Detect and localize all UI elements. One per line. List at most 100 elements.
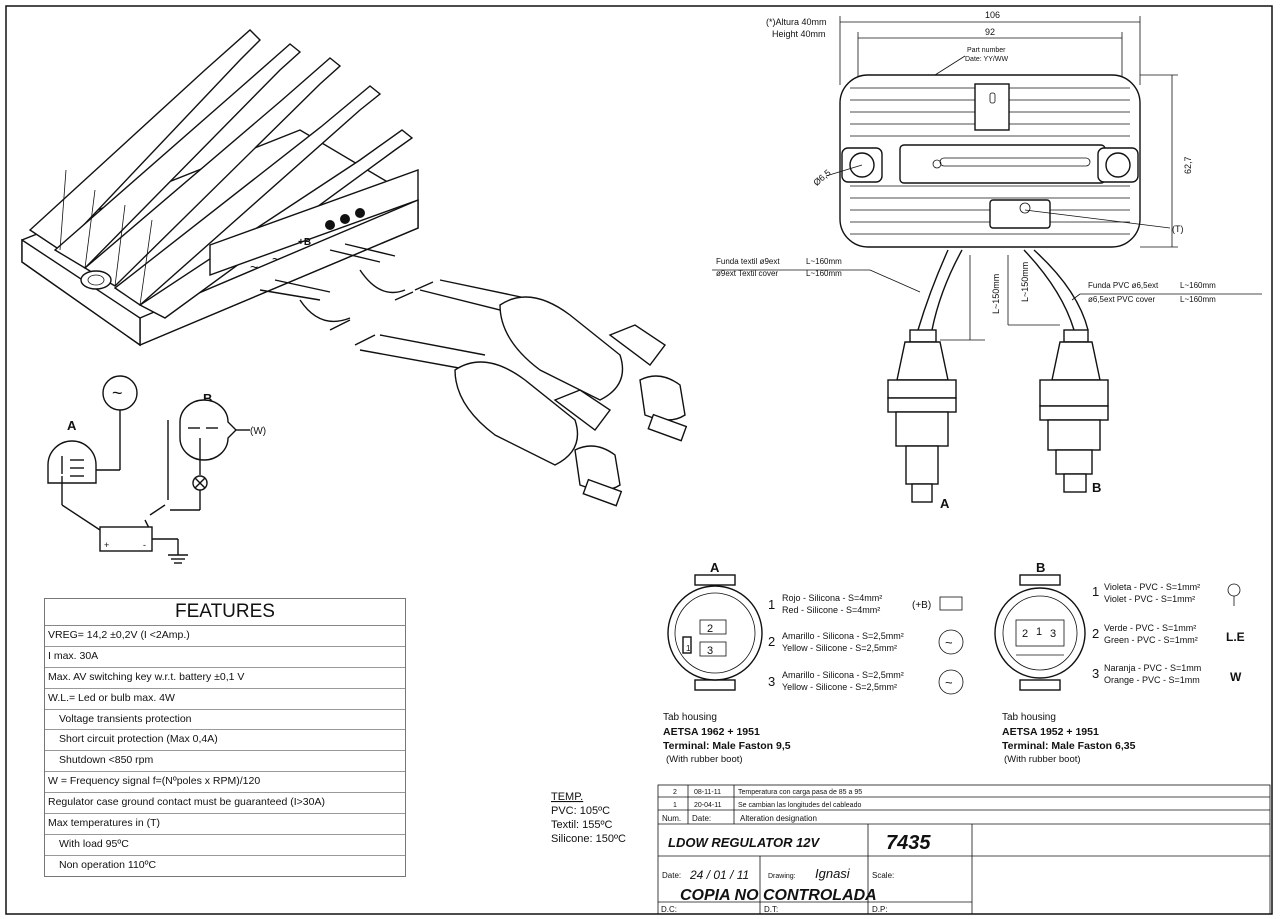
alternator-symbol: ~ [112,383,123,403]
pin-a2-es: Amarillo - Silicona - S=2,5mm² [782,631,904,641]
dp-label: D.P: [872,905,888,914]
plus-b-mark: +B [298,237,311,248]
ac-mark-1: ~ [250,259,258,275]
marker-t: (T) [1172,224,1184,234]
textile-en: ø9ext Textil cover [716,269,778,278]
product-name: LDOW REGULATOR 12V [668,835,821,850]
pin-a1-num: 1 [768,597,775,612]
pin-a3-en: Yellow - Silicone - S=2,5mm² [782,682,897,692]
date-code-label: Date: YY/WW [965,56,1008,63]
date-value: 24 / 01 / 11 [689,868,749,882]
connector-a-label: A [940,496,950,511]
drawing-value: Ignasi [815,866,851,881]
pin-a3-ac-icon: ~ [945,675,953,690]
rev-2-date: 08-11-11 [694,789,721,796]
feature-row: Non operation 110ºC [59,858,157,871]
dc-label: D.C: [661,905,677,914]
pin-b2-num: 2 [1092,626,1099,641]
pinout-b-label: B [1036,560,1045,575]
housing-a-title: Tab housing [663,712,717,723]
pin-a2-ac-icon: ~ [945,635,953,650]
svg-text:+: + [104,540,109,550]
date-label: Date: [662,871,681,880]
pin-a1-extra: (+B) [912,600,931,611]
wiring-schematic: ~ A B (W) + - [47,375,266,564]
pvc-en-len: L~160mm [1180,295,1216,304]
regulator-top-view: (*)Altura 40mm Height 40mm 106 92 Part n… [712,10,1262,511]
pin-b3-extra: W [1230,670,1242,684]
pin-a-label-3: 3 [707,645,713,657]
pin-b3-en: Orange - PVC - S=1mm [1104,675,1200,685]
schematic-label-a: A [67,418,77,433]
housing-b-title: Tab housing [1002,712,1056,723]
height-en: Height 40mm [772,29,826,39]
drawing-label: Drawing: [768,873,796,880]
dim-62-7: 62,7 [1183,156,1193,174]
dim-106: 106 [985,10,1000,20]
feature-row: Regulator case ground contact must be gu… [45,793,405,815]
feature-row: I max. 30A [45,647,405,668]
pvc-es: Funda PVC ø6,5ext [1088,281,1159,290]
pinout-a-label: A [710,560,720,575]
pin-a1-es: Rojo - Silicona - S=4mm² [782,593,882,603]
rev-hdr-desc: Alteration designation [740,814,817,823]
pin-b2-es: Verde - PVC - S=1mm² [1104,623,1196,633]
pinout-b: B 2 1 3 1 Violeta - PVC - S=1mm² Violet … [994,560,1245,765]
pin-b-label-3: 3 [1050,628,1056,640]
title-block: 2 08-11-11 Temperatura con carga pasa de… [657,784,1271,915]
rev-1-num: 1 [673,802,677,809]
rev-2-num: 2 [673,789,677,796]
housing-a-terminal: Terminal: Male Faston 9,5 [663,740,791,752]
part-number-label: Part number [967,47,1006,54]
cable-left-len: L~150mm [991,274,1001,314]
feature-row: With load 95ºC [45,835,405,856]
features-title: FEATURES [45,599,405,626]
feature-row: Shutdown <850 rpm [45,751,405,773]
pin-a1-en: Red - Silicone - S=4mm² [782,605,880,615]
pin-b1-num: 1 [1092,584,1099,599]
housing-b-model: AETSA 1952 + 1951 [1002,726,1099,738]
temp-textil: Textil: 155ºC [551,819,613,831]
dt-label: D.T: [764,905,778,914]
feature-row: W = Frequency signal f=(Nºpoles x RPM)/1… [45,772,405,794]
battery-icon [939,596,963,611]
pin-b-label-2: 2 [1022,628,1028,640]
temp-pvc: PVC: 105ºC [551,805,610,817]
rev-1-date: 20-04-11 [694,802,722,809]
sheet-border [5,5,1273,915]
key-icon [1227,583,1241,597]
feature-row: Short circuit protection (Max 0,4A) [45,730,405,752]
feature-row: Max. AV switching key w.r.t. battery ±0,… [45,668,405,689]
pin-a2-num: 2 [768,634,775,649]
dim-92: 92 [985,27,995,37]
pin-a-label-2: 2 [707,623,713,635]
height-es: (*)Altura 40mm [766,17,827,27]
feature-row: VREG= 14,2 ±0,2V (I <2Amp.) [45,626,405,647]
textile-es: Funda textil ø9ext [716,257,780,266]
pin-b2-extra: L.E [1226,630,1245,644]
hole-dia: Ø6,5 [811,168,832,188]
housing-a-boot: (With rubber boot) [666,754,743,765]
features-table: FEATURES VREG= 14,2 ±0,2V (I <2Amp.)I ma… [44,598,406,877]
rev-1-desc: Se cambian las longitudes del cableado [738,802,861,809]
pin-a2-en: Yellow - Silicone - S=2,5mm² [782,643,897,653]
housing-b-terminal: Terminal: Male Faston 6,35 [1002,740,1136,752]
temp-silicone: Silicone: 150ºC [551,833,626,845]
pin-b-label-1: 1 [1036,626,1042,638]
textile-en-len: L~160mm [806,269,842,278]
scale-label: Scale: [872,871,894,880]
regulator-isometric-view: +B ~ ~ [21,29,688,507]
cable-right-len: L~150mm [1020,262,1030,302]
schematic-label-w: (W) [250,426,266,437]
copy-stamp: COPIA NO CONTROLADA [680,887,877,904]
pin-a-label-1: 1 [686,644,691,653]
pin-b3-es: Naranja - PVC - S=1mm [1104,663,1201,673]
rev-hdr-date: Date: [692,814,711,823]
ac-mark-2: ~ [272,251,280,267]
schematic-label-b: B [203,391,212,406]
housing-a-model: AETSA 1962 + 1951 [663,726,760,738]
pin-b2-en: Green - PVC - S=1mm² [1104,635,1198,645]
rev-2-desc: Temperatura con carga pasa de 85 a 95 [738,789,862,796]
feature-row: Max temperatures in (T) [45,814,405,835]
